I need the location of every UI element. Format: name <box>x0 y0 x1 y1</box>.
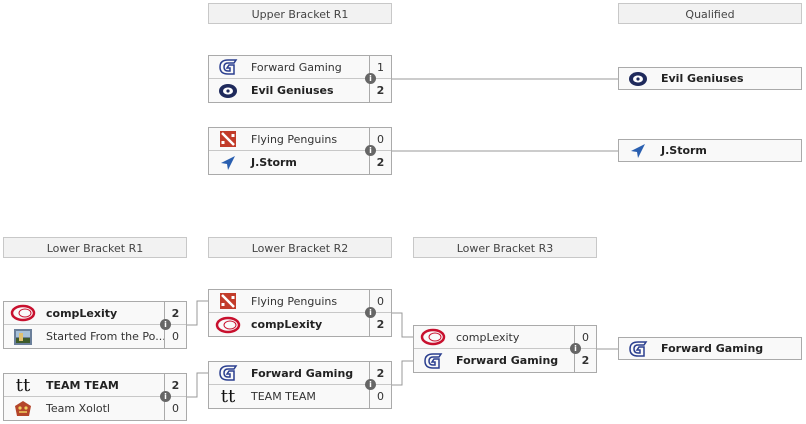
jstorm-logo-icon <box>215 152 241 174</box>
match-info-icon[interactable]: i <box>160 391 171 402</box>
evil-geniuses-logo-icon <box>215 80 241 102</box>
team-name: Forward Gaming <box>661 342 764 355</box>
team-name: Flying Penguins <box>251 132 338 146</box>
team-row[interactable]: compLexity 2 <box>4 301 186 325</box>
forward-gaming-logo-icon <box>420 350 446 372</box>
team-team-logo-icon: tt <box>15 374 31 396</box>
team-team-logo-icon: tt <box>220 386 236 407</box>
team-name: TEAM TEAM <box>46 378 119 392</box>
match-info-icon[interactable]: i <box>365 145 376 156</box>
match-info-icon[interactable]: i <box>160 319 171 330</box>
team-name: J.Storm <box>251 156 297 169</box>
header-lower-bracket-r1: Lower Bracket R1 <box>3 237 187 258</box>
match-info-icon[interactable]: i <box>570 343 581 354</box>
team-row[interactable]: J.Storm 2 <box>209 151 391 174</box>
header-lower-bracket-r3: Lower Bracket R3 <box>413 237 597 258</box>
match-lb-r3-1[interactable]: compLexity 0 Forward Gaming 2 <box>413 325 597 373</box>
team-row[interactable]: compLexity 2 <box>209 313 391 336</box>
jstorm-logo-icon <box>625 140 651 162</box>
forward-gaming-logo-icon <box>215 362 241 384</box>
team-name: Evil Geniuses <box>661 72 744 85</box>
team-score: 2 <box>369 361 391 385</box>
team-row[interactable]: Flying Penguins 0 <box>209 127 391 151</box>
team-row[interactable]: Started From the Po... 0 <box>4 325 186 348</box>
match-ub-r1-1[interactable]: Forward Gaming 1 Evil Geniuses 2 <box>208 55 392 103</box>
qualified-slot[interactable]: Forward Gaming <box>618 337 802 360</box>
team-name: Flying Penguins <box>251 294 338 308</box>
team-row[interactable]: tt TEAM TEAM 2 <box>4 373 186 397</box>
dota-logo-icon <box>215 290 241 312</box>
team-row[interactable]: Forward Gaming 2 <box>414 349 596 372</box>
match-info-icon[interactable]: i <box>365 307 376 318</box>
team-xolotl-logo-icon <box>10 398 36 420</box>
match-lb-r2-1[interactable]: Flying Penguins 0 compLexity 2 <box>208 289 392 337</box>
dota-logo-icon <box>215 128 241 150</box>
qualified-slot[interactable]: Evil Geniuses <box>618 67 802 90</box>
team-name: compLexity <box>46 306 118 320</box>
team-name: Team Xolotl <box>46 402 110 415</box>
match-lb-r2-2[interactable]: Forward Gaming 2 tt TEAM TEAM 0 <box>208 361 392 409</box>
complexity-logo-icon <box>420 326 446 348</box>
team-row[interactable]: Evil Geniuses 2 <box>209 79 391 102</box>
header-qualified: Qualified <box>618 3 802 24</box>
team-row[interactable]: Team Xolotl 0 <box>4 397 186 420</box>
team-name: TEAM TEAM <box>251 390 316 403</box>
team-score: 2 <box>369 313 391 336</box>
team-score: 2 <box>369 151 391 174</box>
team-row[interactable]: tt TEAM TEAM 0 <box>209 385 391 408</box>
team-name: Started From the Po... <box>46 330 164 343</box>
team-row[interactable]: Forward Gaming 2 <box>209 361 391 385</box>
team-row[interactable]: Flying Penguins 0 <box>209 289 391 313</box>
team-score: 0 <box>369 385 391 408</box>
match-ub-r1-2[interactable]: Flying Penguins 0 J.Storm 2 <box>208 127 392 175</box>
team-score: 2 <box>164 301 186 325</box>
qualified-slot[interactable]: J.Storm <box>618 139 802 162</box>
complexity-logo-icon <box>215 314 241 336</box>
team-score: 0 <box>164 325 186 348</box>
team-row[interactable]: Forward Gaming 1 <box>209 55 391 79</box>
header-upper-bracket-r1: Upper Bracket R1 <box>208 3 392 24</box>
started-from-the-pool-logo-icon <box>10 326 36 348</box>
team-name: compLexity <box>456 330 520 344</box>
team-score: 0 <box>574 325 596 349</box>
team-name: Forward Gaming <box>251 60 342 74</box>
match-lb-r1-2[interactable]: tt TEAM TEAM 2 Team Xolotl 0 <box>3 373 187 421</box>
team-name: Forward Gaming <box>456 354 559 367</box>
complexity-logo-icon <box>10 302 36 324</box>
forward-gaming-logo-icon <box>625 338 651 360</box>
team-name: J.Storm <box>661 144 707 157</box>
team-score: 0 <box>369 127 391 151</box>
team-score: 0 <box>369 289 391 313</box>
team-score: 1 <box>369 55 391 79</box>
header-lower-bracket-r2: Lower Bracket R2 <box>208 237 392 258</box>
team-row[interactable]: compLexity 0 <box>414 325 596 349</box>
team-name: Forward Gaming <box>251 366 354 380</box>
match-lb-r1-1[interactable]: compLexity 2 Started From the Po... 0 <box>3 301 187 349</box>
team-score: 2 <box>164 373 186 397</box>
match-info-icon[interactable]: i <box>365 73 376 84</box>
match-info-icon[interactable]: i <box>365 379 376 390</box>
team-score: 0 <box>164 397 186 420</box>
forward-gaming-logo-icon <box>215 56 241 78</box>
evil-geniuses-logo-icon <box>625 68 651 90</box>
team-name: compLexity <box>251 318 323 331</box>
team-name: Evil Geniuses <box>251 84 334 97</box>
team-score: 2 <box>574 349 596 372</box>
team-score: 2 <box>369 79 391 102</box>
